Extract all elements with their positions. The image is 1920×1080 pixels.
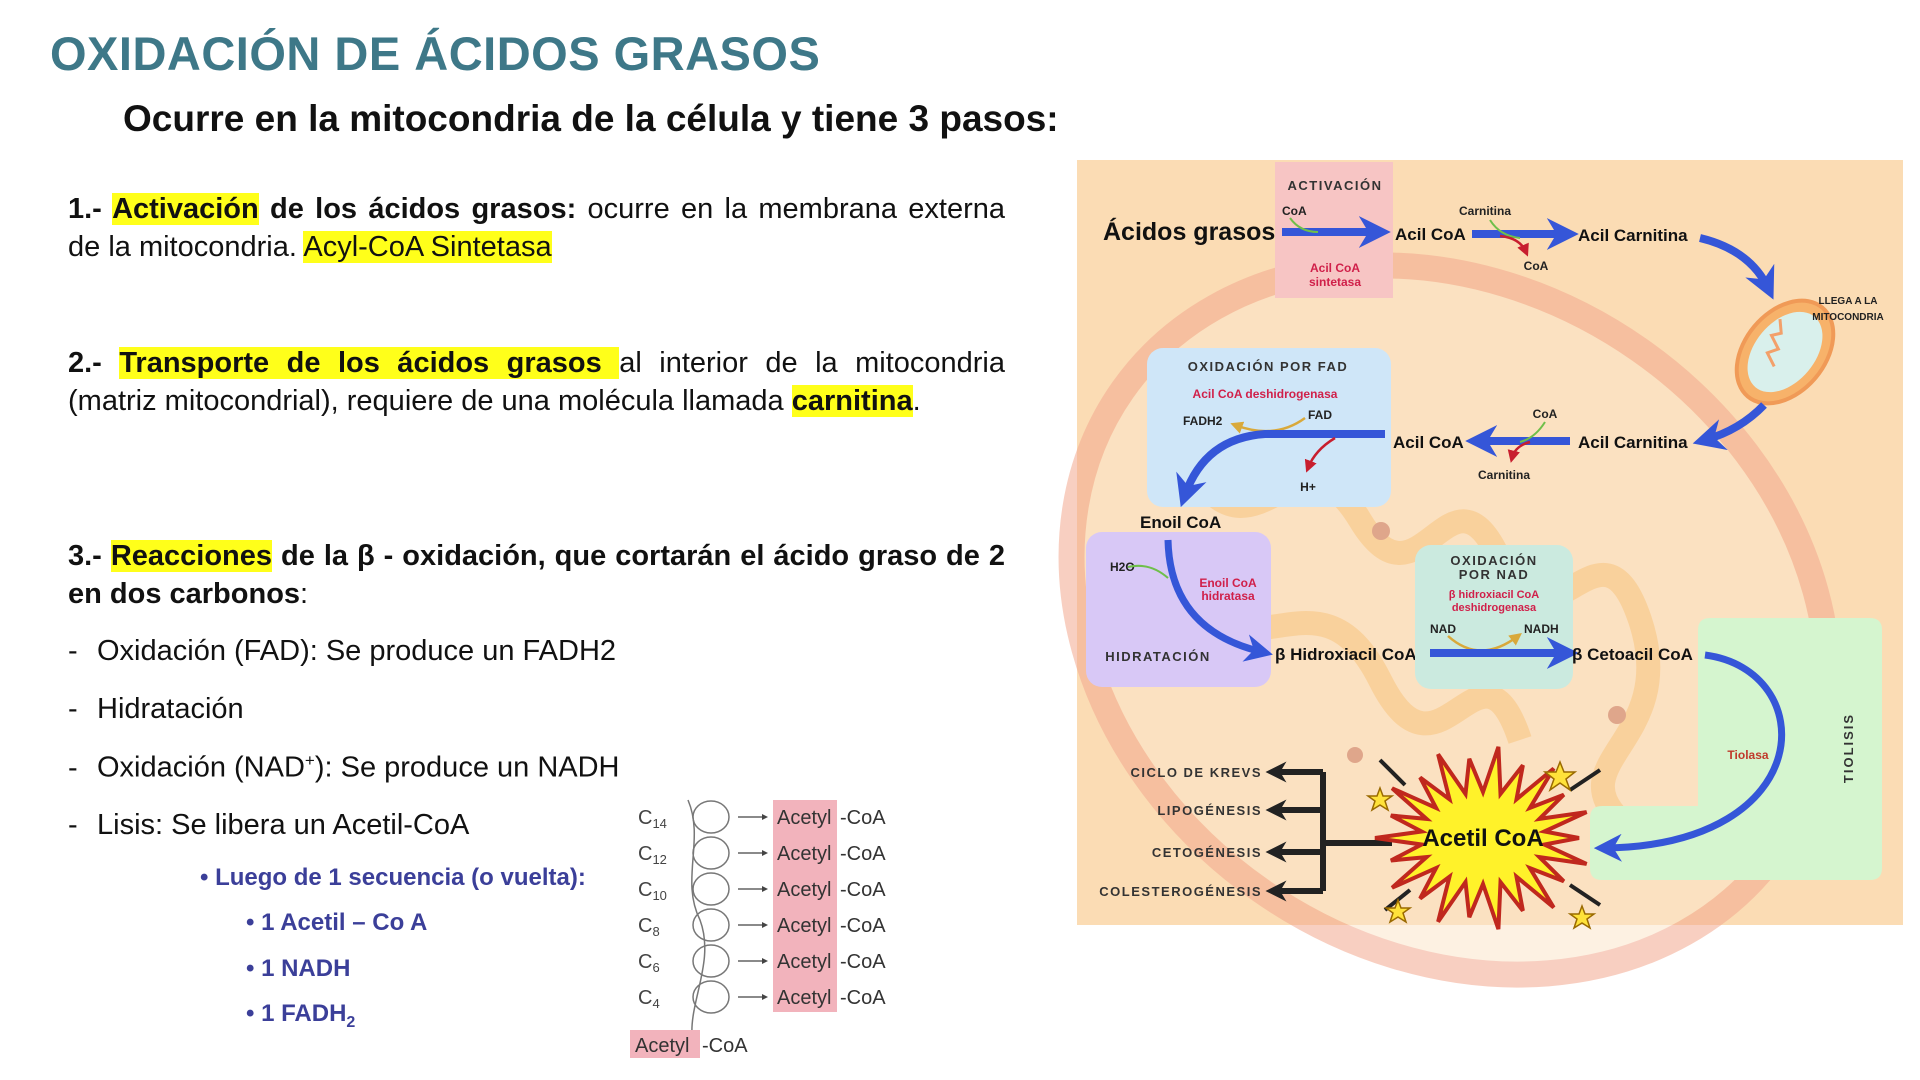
bullet-lisis: -Lisis: Se libera un Acetil-CoA	[68, 809, 469, 842]
h-plus-label: H+	[1300, 480, 1316, 494]
carnitina-output-label: Carnitina	[1478, 468, 1530, 482]
nad-enzyme-label: deshidrogenasa	[1452, 602, 1537, 614]
cetoacil-coa-label: β Cetoacil CoA	[1572, 645, 1693, 664]
bullet-fad: -Oxidación (FAD): Se produce un FADH2	[68, 635, 616, 668]
hydration-box	[1086, 532, 1271, 687]
coa-join-arrow	[1289, 217, 1319, 233]
coa-output-label: CoA	[1524, 259, 1549, 273]
metabolic-fate-label: CETOGÉNESIS	[1152, 845, 1262, 860]
hydratase-label: hidratasa	[1201, 589, 1255, 603]
summary-heading: • Luego de 1 secuencia (o vuelta):	[200, 864, 586, 891]
hidroxiacil-coa-label: β Hidroxiacil CoA	[1275, 645, 1417, 664]
summary-item-text: • 1 FADH	[246, 1000, 347, 1027]
acil-coa-inner-label: Acil CoA	[1393, 433, 1464, 452]
hydration-label: HIDRATACIÓN	[1105, 649, 1211, 664]
arrow-thiolysis	[1593, 651, 1786, 862]
carnitina-input-label: Carnitina	[1459, 204, 1511, 218]
step-1-number: 1.-	[68, 193, 113, 225]
step-2-number: 2.-	[68, 347, 120, 379]
mitochondrion-icon	[1734, 298, 1836, 406]
summary-item-nadh: • 1 NADH	[246, 955, 351, 982]
arrow-from-mitochondria	[1692, 402, 1767, 451]
fate-arrows	[1265, 761, 1392, 902]
step-3-end: :	[300, 578, 309, 610]
step-2-molecule: carnitina	[791, 385, 913, 417]
nad-enzyme-label: β hidroxiacil CoA	[1449, 589, 1540, 601]
activation-label: ACTIVACIÓN	[1288, 178, 1383, 193]
step-3-bold: de la β - oxidación, que cortarán el áci…	[68, 540, 1005, 610]
dash: -	[68, 809, 78, 841]
nad-oxidation-label: POR NAD	[1459, 567, 1529, 582]
h2o-label: H2O	[1110, 560, 1135, 574]
llega-label: MITOCONDRIA	[1812, 312, 1883, 323]
thiolysis-label: TIOLISIS	[1841, 713, 1856, 783]
coa-release-arrow	[1499, 234, 1529, 257]
step-3-highlight: Reacciones	[110, 540, 273, 572]
acetil-coa-label: Acetil CoA	[1422, 825, 1543, 852]
bullet-text: ): Se produce un NADH	[314, 751, 620, 784]
subscript: 2	[346, 1013, 356, 1031]
starburst	[1365, 746, 1602, 930]
thiolysis-box	[1590, 618, 1882, 880]
nadh-label: NADH	[1524, 622, 1559, 636]
dash: -	[68, 635, 78, 667]
arrow-to-mitochondria	[1699, 234, 1775, 300]
fadh2-label: FADH2	[1183, 414, 1223, 428]
page-title: OXIDACIÓN DE ÁCIDOS GRASOS	[50, 27, 821, 80]
step-1-bold: de los ácidos grasos:	[258, 193, 577, 225]
step-3-paragraph: 3.- Reacciones de la β - oxidación, que …	[68, 537, 1005, 613]
nad-label: NAD	[1430, 622, 1456, 636]
h-release-arrow	[1304, 436, 1336, 473]
bullet-text: Oxidación (NAD	[97, 751, 305, 784]
acidos-grasos-label: Ácidos grasos	[1103, 217, 1275, 246]
nad-oxidation-label: OXIDACIÓN	[1450, 553, 1537, 568]
enoil-coa-label: Enoil CoA	[1140, 513, 1221, 532]
page-subtitle: Ocurre en la mitocondria de la célula y …	[123, 98, 1059, 139]
coa-input-inner-label: CoA	[1533, 407, 1558, 421]
metabolic-fate-label: COLESTEROGÉNESIS	[1099, 884, 1262, 899]
enzyme-label: sintetasa	[1309, 275, 1361, 289]
h2o-join-arrow	[1127, 564, 1169, 579]
dash: -	[68, 751, 78, 784]
summary-item-acetil: • 1 Acetil – Co A	[246, 909, 428, 936]
step-1-text: ocurre en la membrana externa de la mito…	[68, 193, 1006, 263]
step-2-end: .	[912, 385, 921, 417]
fad-label: FAD	[1308, 408, 1332, 422]
step-1-highlight: Activación	[112, 193, 259, 225]
llega-label: LLEGA A LA	[1819, 296, 1878, 307]
bullet-text: Lisis: Se libera un Acetil-CoA	[97, 809, 470, 841]
summary-item-fadh2: • 1 FADH2	[246, 1000, 355, 1032]
bullet-text: Oxidación (FAD): Se produce un FADH2	[97, 635, 617, 667]
coa-join-inner-arrow	[1519, 421, 1546, 443]
hydratase-label: Enoil CoA	[1199, 576, 1257, 590]
arrow-fad-oxidation	[1176, 430, 1385, 508]
step-1-enzyme: Acyl-CoA Sintetasa	[303, 231, 552, 263]
acil-carnitina-label: Acil Carnitina	[1578, 226, 1688, 245]
fad-enzyme-label: Acil CoA deshidrogenasa	[1193, 387, 1338, 401]
fad-oxidation-box	[1147, 348, 1391, 507]
metabolic-fate-label: CICLO DE KREVS	[1130, 765, 1262, 780]
thiolase-label: Tiolasa	[1727, 748, 1768, 762]
bullet-text: Hidratación	[97, 693, 244, 725]
step-2-paragraph: 2.- Transporte de los ácidos grasos al i…	[68, 344, 1005, 420]
enzyme-label: Acil CoA	[1310, 261, 1360, 275]
carnitina-release-arrow	[1507, 440, 1531, 463]
metabolic-fate-label: LIPOGÉNESIS	[1157, 803, 1262, 818]
step-2-text: al interior de la mitocondria (matriz mi…	[68, 347, 1006, 417]
coa-input-label: CoA	[1282, 204, 1307, 218]
acil-coa-label: Acil CoA	[1395, 225, 1466, 244]
superscript: +	[304, 751, 315, 770]
bullet-nad: -Oxidación (NAD+): Se produce un NADH	[68, 751, 620, 785]
arrow-hydration	[1164, 539, 1273, 662]
step-3-number: 3.-	[68, 540, 111, 572]
step-1-paragraph: 1.- Activación de los ácidos grasos: ocu…	[68, 190, 1005, 266]
dash: -	[68, 693, 78, 725]
step-2-highlight: Transporte de los ácidos grasos	[119, 347, 620, 379]
fad-oxidation-label: OXIDACIÓN POR FAD	[1188, 359, 1349, 374]
bullet-hidratacion: -Hidratación	[68, 693, 244, 726]
carnitina-join-arrow	[1489, 219, 1521, 239]
acil-carnitina-inner-label: Acil Carnitina	[1578, 433, 1688, 452]
